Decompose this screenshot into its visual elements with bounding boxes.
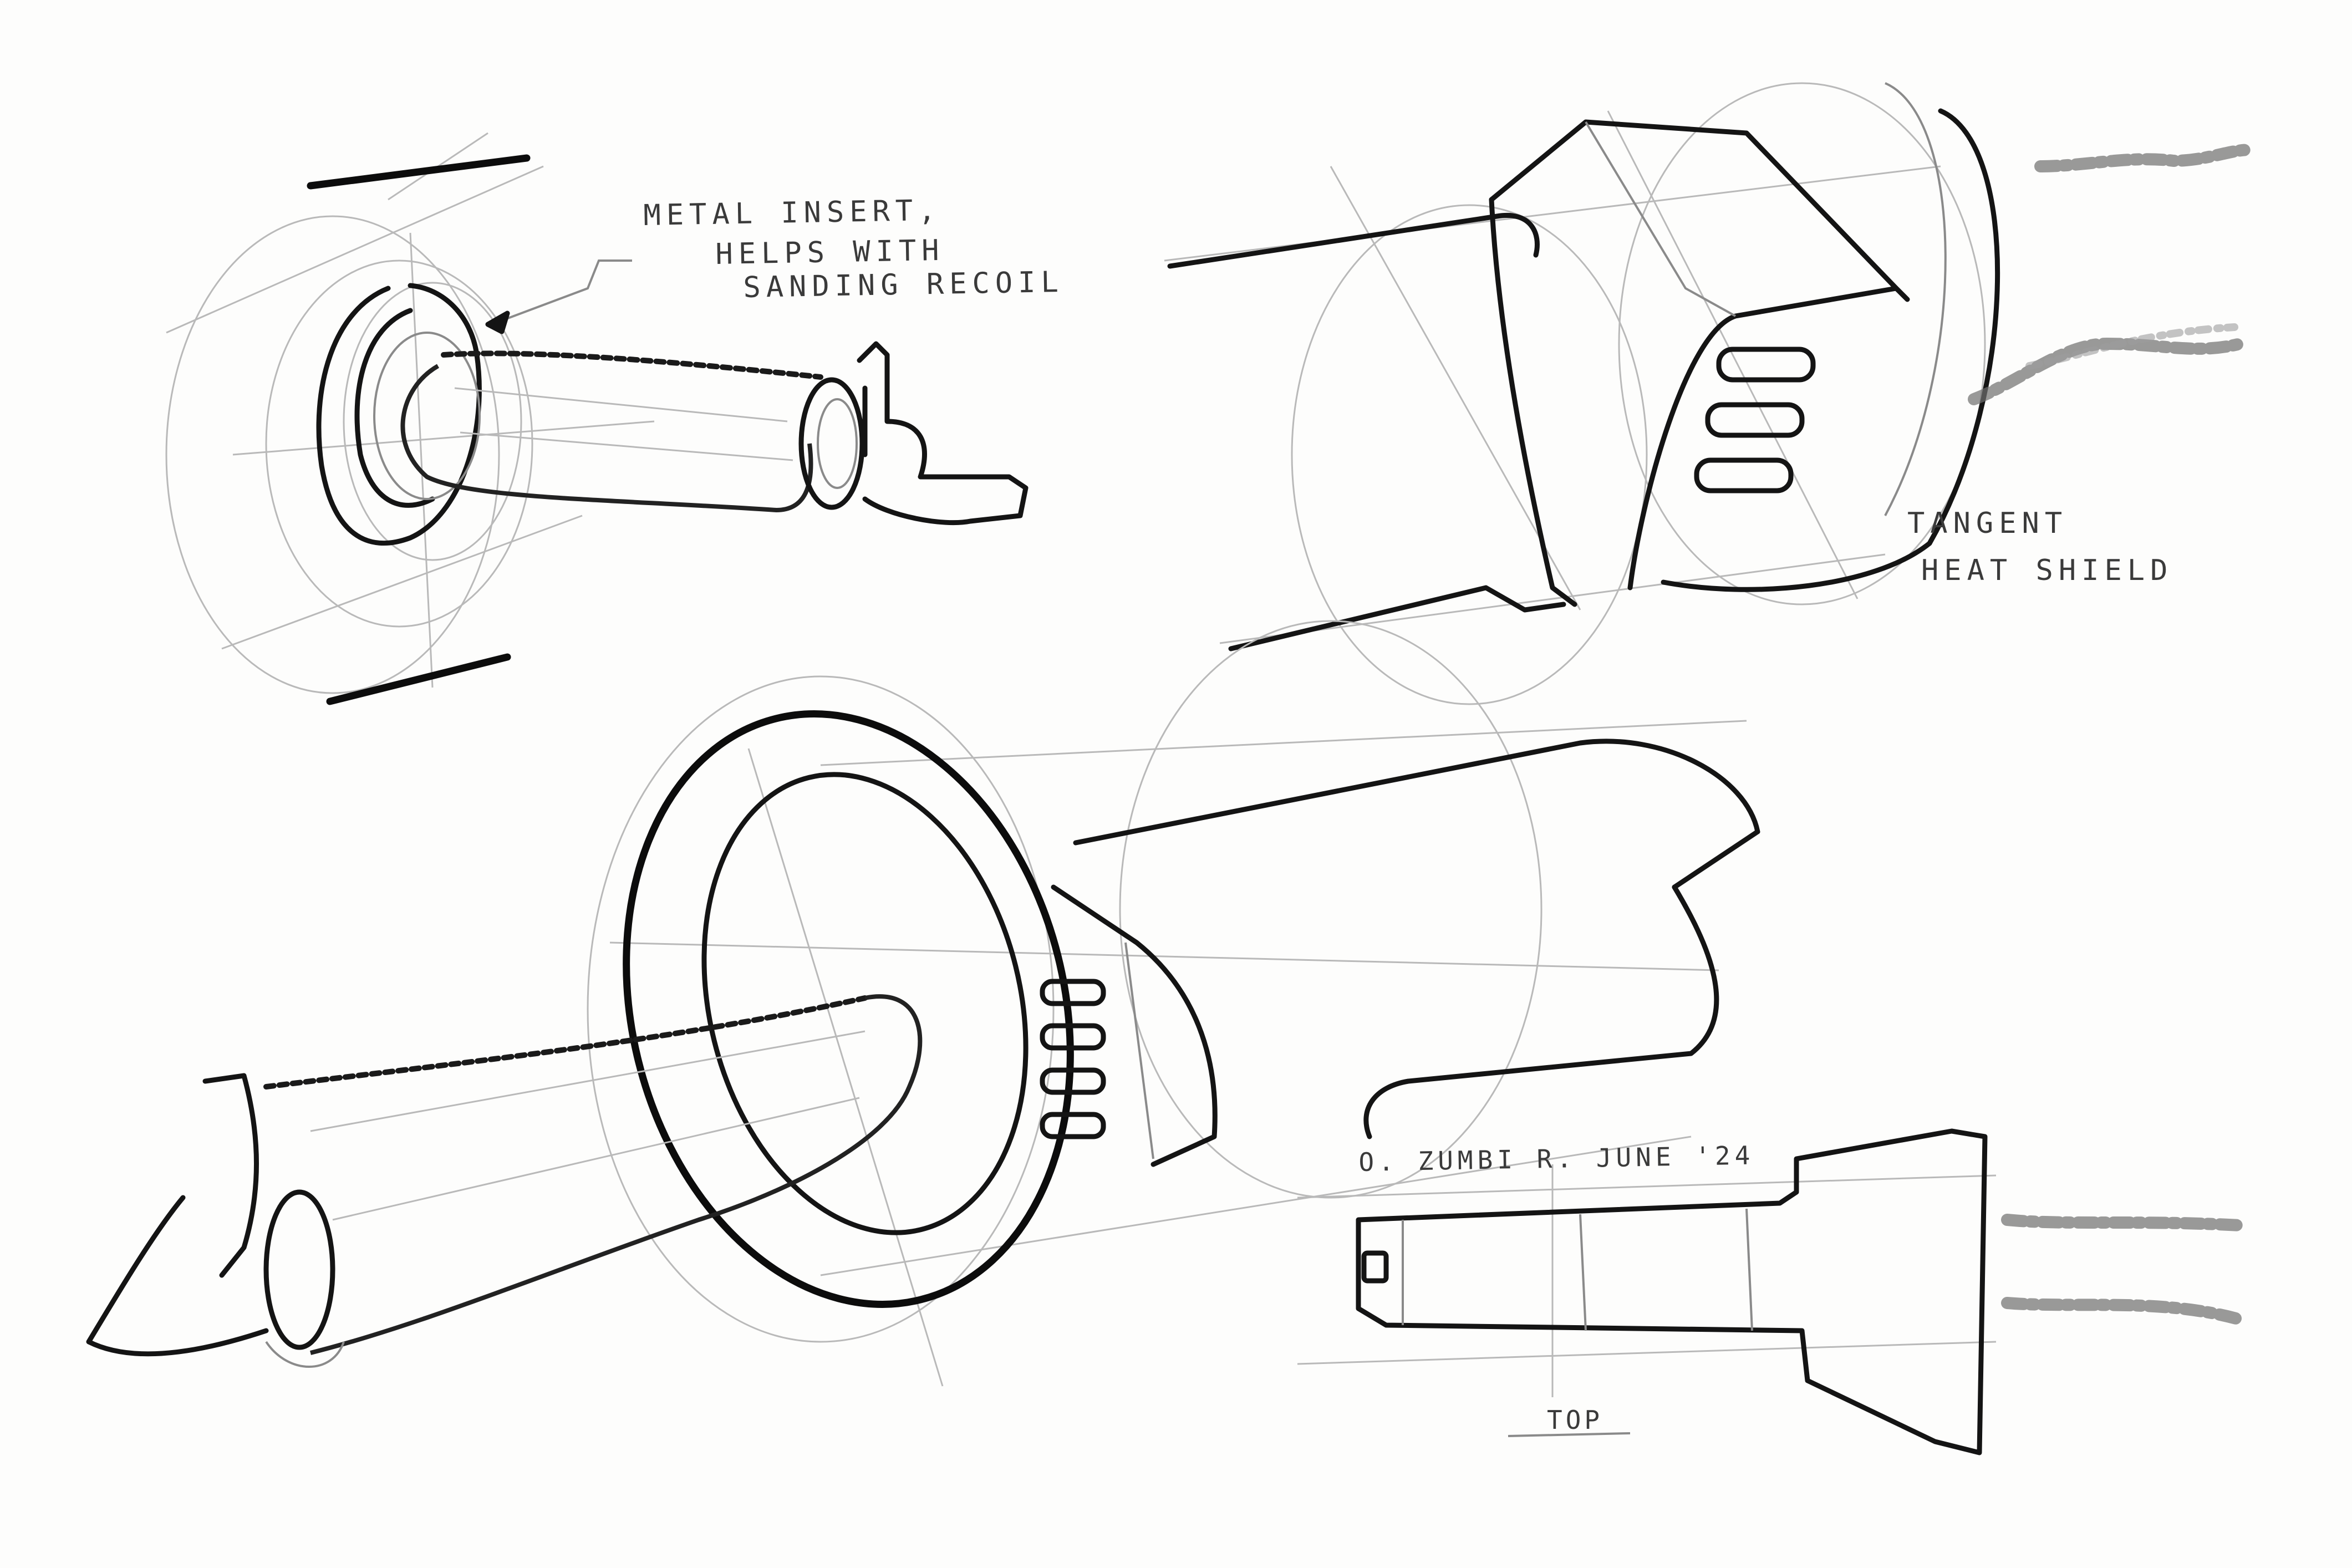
- annotation-metal-insert-line1: METAL INSERT,: [643, 194, 941, 232]
- annotation-metal-insert-line3: SANDING RECOIL: [742, 265, 1065, 304]
- annotation-metal-insert-line2: HELPS WITH: [715, 233, 945, 271]
- sketch-main-perspective: [86, 620, 1760, 1387]
- top-view-label: TOP: [1547, 1405, 1603, 1435]
- sketch-heat-shield-view: [1164, 82, 2257, 705]
- annotation-heat-shield-line2: HEAT SHIELD: [1921, 554, 2173, 587]
- annotation-heat-shield-line1: TANGENT: [1907, 507, 2068, 540]
- sketch-top-view: [1297, 1128, 2246, 1455]
- sketch-metal-insert-view: [165, 132, 1029, 705]
